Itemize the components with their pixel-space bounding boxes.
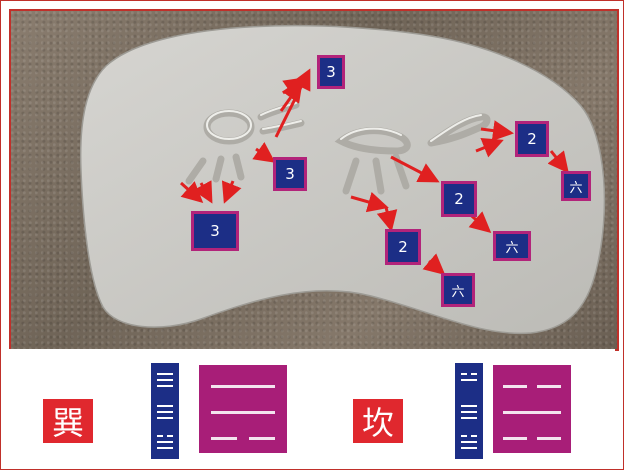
kan-bar (455, 363, 483, 459)
kan-label: 坎 (353, 399, 403, 443)
box-2-middle: 2 (441, 181, 477, 217)
arrows (179, 68, 569, 275)
box-3-middle: 3 (273, 157, 307, 191)
xun-trigram (199, 365, 287, 453)
trigram-legend: 巽 坎 (9, 349, 615, 461)
box-liu-bottom: 六 (441, 273, 475, 307)
box-2-bottom: 2 (385, 229, 421, 265)
stone-surface (79, 24, 606, 335)
box-3-bottom: 3 (191, 211, 239, 251)
stone-illustration (79, 24, 606, 335)
carved-glyph-right (334, 113, 491, 195)
box-liu-middle: 六 (493, 231, 531, 261)
box-liu-right: 六 (561, 171, 591, 201)
box-3-top: 3 (317, 55, 345, 89)
xun-label: 巽 (43, 399, 93, 443)
box-2-top-right: 2 (515, 121, 549, 157)
kan-trigram (493, 365, 571, 453)
xun-bar (151, 363, 179, 459)
stone-photo: 3 3 3 2 2 2 六 六 六 (9, 9, 619, 351)
